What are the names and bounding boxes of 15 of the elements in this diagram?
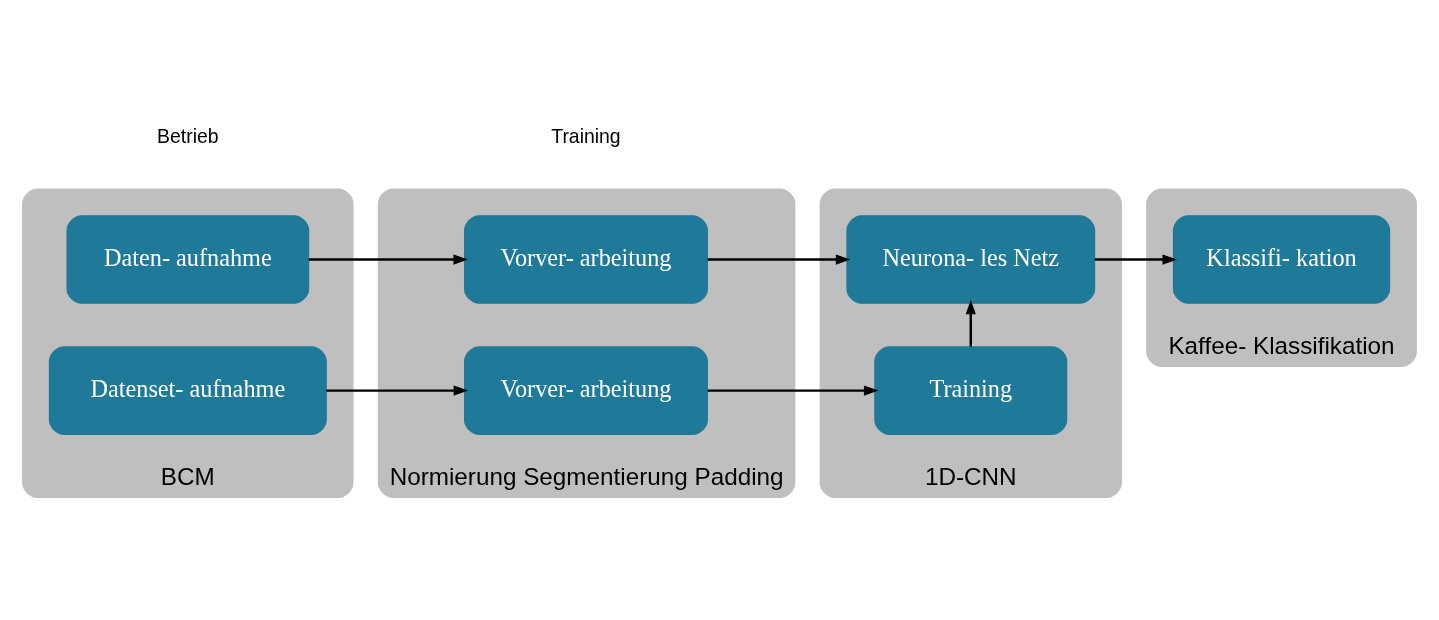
arrow xyxy=(1094,253,1178,265)
arrow xyxy=(308,253,469,265)
arrow xyxy=(965,299,976,347)
node-box: Training xyxy=(874,345,1068,435)
label: Betrieb xyxy=(157,124,219,147)
arrow xyxy=(326,385,469,396)
node-box: Datenset- aufnahme xyxy=(48,345,327,435)
arrow xyxy=(707,253,851,265)
arrow xyxy=(707,385,879,396)
label: Training xyxy=(551,124,621,147)
node-box: Klassifi- kation xyxy=(1172,214,1391,304)
node-box: Daten- aufnahme xyxy=(66,214,310,304)
node-box: Vorver- arbeitung xyxy=(464,214,708,304)
node-box: Neurona- les Netz xyxy=(846,214,1096,304)
node-box: Vorver- arbeitung xyxy=(464,345,708,435)
